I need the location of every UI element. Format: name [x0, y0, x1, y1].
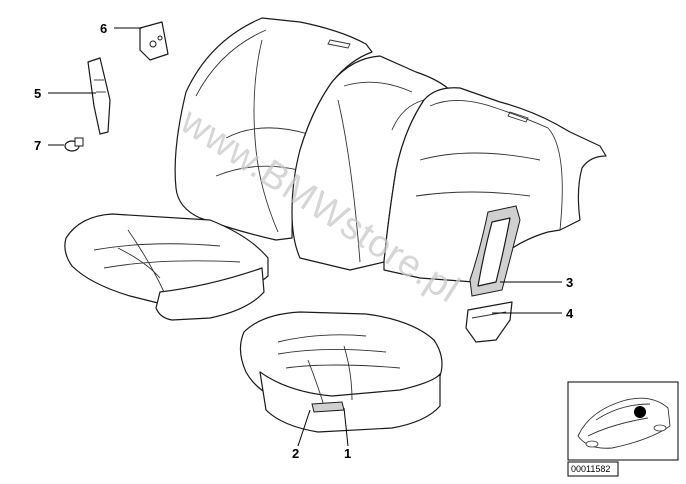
reference-code: 00011582 [571, 464, 610, 474]
callout-6: 6 [100, 21, 107, 36]
vehicle-reference-thumbnail [567, 381, 679, 461]
callout-7: 7 [34, 138, 41, 153]
leader-line-1 [343, 407, 349, 447]
seat-cushion-right [239, 311, 443, 433]
pass-through-trim [465, 205, 521, 343]
leader-line-2 [297, 409, 311, 447]
callout-1: 1 [344, 446, 351, 461]
callout-5: 5 [34, 86, 41, 101]
callout-4: 4 [566, 306, 574, 321]
callout-3: 3 [566, 275, 573, 290]
seat-cushion-left [64, 213, 269, 321]
backrest-right [383, 87, 607, 283]
clip-fastener [64, 137, 84, 152]
mounting-bracket [139, 21, 169, 61]
hinge-bracket [87, 57, 111, 135]
location-marker-icon [634, 406, 646, 418]
callout-2: 2 [292, 446, 299, 461]
